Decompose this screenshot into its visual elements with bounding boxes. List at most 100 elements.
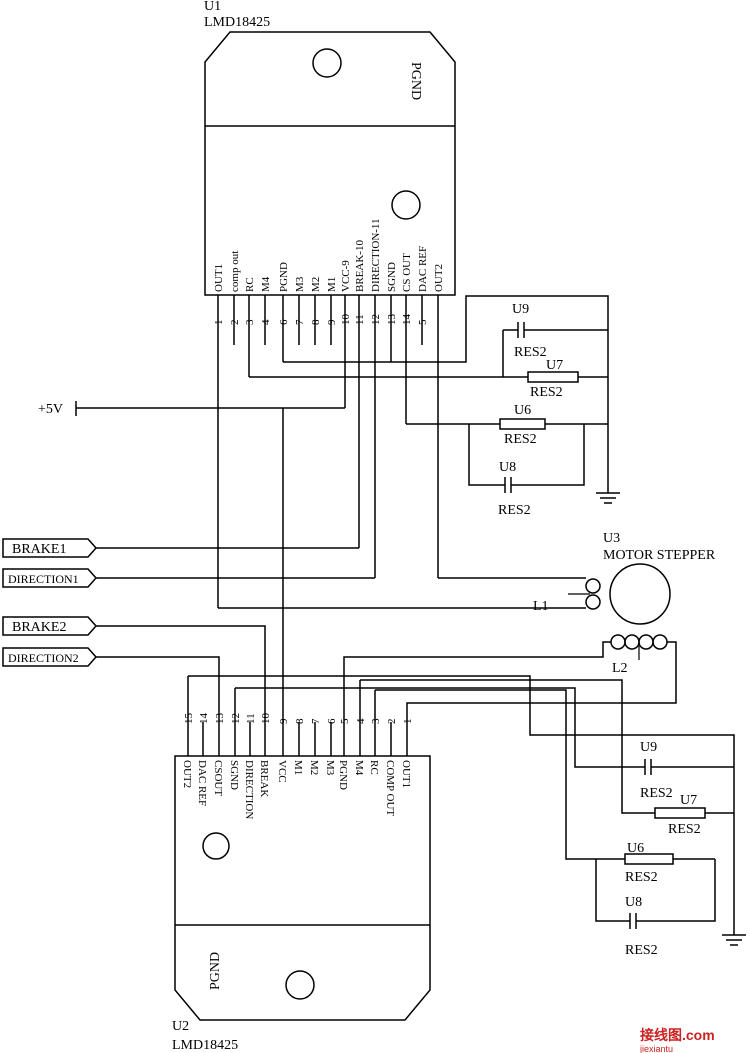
u1-pin1-dot (391, 190, 421, 220)
u2-pin-name: COMP OUT (384, 760, 396, 816)
u1-pin-leads (217, 295, 439, 608)
signal-connectors (2, 538, 375, 722)
top-u6-value: RES2 (504, 432, 537, 447)
signal-direction1: DIRECTION1 (8, 572, 79, 586)
u1-pin-name: SGND (386, 262, 398, 292)
u2-pin-number: 8 (294, 718, 306, 724)
u1-pin-name: PGND (278, 262, 290, 292)
u1-pin-number: 2 (229, 320, 241, 326)
watermark-logo: 接线图.com jiexiantu (639, 1027, 715, 1053)
u2-pin-number: 15 (183, 713, 195, 725)
u2-pin-name: M4 (353, 760, 365, 776)
bottom-u9-ref: U9 (640, 740, 657, 755)
top-u7-value: RES2 (530, 385, 563, 400)
watermark-url: jiexiantu (639, 1044, 673, 1053)
u1-tab-hole (312, 48, 342, 78)
vcc-label: +5V (38, 402, 63, 417)
bottom-u7-value: RES2 (668, 822, 701, 837)
u2-pgnd-label: PGND (208, 952, 223, 990)
u2-pin-number: 10 (260, 713, 272, 725)
u1-pin-name: CS OUT (401, 253, 413, 292)
u1-pin-number: 12 (370, 314, 382, 325)
u1-ref: U1 (204, 0, 221, 14)
u2-pin-number: 7 (310, 718, 322, 724)
top-u8-value: RES2 (498, 503, 531, 518)
u2-pin-number: 13 (214, 713, 226, 725)
l2-label: L2 (612, 661, 628, 676)
vcc-supply (75, 401, 345, 722)
top-u8-ref: U8 (499, 460, 516, 475)
signal-brake2: BRAKE2 (12, 620, 66, 635)
u1-pin-name: M1 (326, 277, 338, 292)
u2-pin-number: 12 (230, 713, 242, 724)
u1-package: PGND (204, 31, 456, 296)
top-u9-value: RES2 (514, 345, 547, 360)
u3-label: MOTOR STEPPER (603, 548, 716, 563)
u1-pin-number: 7 (294, 319, 306, 325)
u1-pin-number: 1 (213, 320, 225, 326)
u2-pin-number: 1 (402, 719, 414, 725)
top-u7-resistor (527, 371, 579, 383)
bottom-u9-value: RES2 (640, 786, 673, 801)
u2-pin-name: VCC (276, 760, 288, 783)
u2-pin-number: 9 (278, 718, 290, 724)
u1-pin-name: DIRECTION-11 (370, 218, 382, 292)
u1-pin-name: DAC REF (417, 246, 429, 292)
u3-ref: U3 (603, 531, 620, 546)
u2-pin-name: OUT2 (181, 760, 193, 788)
u2-tab-hole (285, 970, 315, 1000)
u2-pin-name: PGND (337, 760, 349, 790)
u1-pin-number: 9 (326, 319, 338, 325)
top-u9-ref: U9 (512, 302, 529, 317)
u2-pin-number: 4 (355, 718, 367, 724)
u1-pin-name: M4 (260, 276, 272, 292)
u2-pin-number: 5 (339, 718, 351, 724)
u1-pin-name: RC (244, 277, 256, 292)
u1-part: LMD18425 (204, 15, 270, 30)
u2-pin-name: DIRECTION (243, 760, 255, 819)
u2-pin-name: M2 (308, 760, 320, 775)
bottom-u8-value: RES2 (625, 943, 658, 958)
top-u6-ref: U6 (514, 403, 531, 418)
top-u6-resistor (499, 418, 546, 430)
bottom-u6-ref: U6 (627, 841, 644, 856)
motor-circle (609, 563, 671, 625)
u2-pin-leads (187, 676, 408, 756)
u2-pin-number: 2 (386, 719, 398, 725)
bottom-u8-ref: U8 (625, 895, 642, 910)
u2-pin1-dot (202, 832, 230, 860)
u2-package: PGND (174, 755, 431, 1021)
u1-pin-number: 4 (260, 319, 272, 325)
u2-pin-name: DAC REF (196, 760, 208, 806)
u1-pin-name: OUT1 (213, 264, 225, 292)
bottom-rc-network (188, 675, 746, 946)
signal-brake1: BRAKE1 (12, 542, 66, 557)
u1-pin-name: BREAK-10 (354, 240, 366, 292)
motor-stepper (218, 563, 677, 722)
u1-pin-number: 8 (310, 319, 322, 325)
u2-pin-name: M3 (324, 760, 336, 776)
u2-part: LMD18425 (172, 1038, 238, 1053)
u1-pin-number: 3 (244, 319, 256, 325)
u2-pin-number: 11 (245, 713, 257, 724)
u2-pin-name: RC (368, 760, 380, 775)
bottom-u7-resistor (654, 807, 706, 819)
u1-pin-number: 5 (417, 319, 429, 325)
bottom-u7-ref: U7 (680, 793, 697, 808)
u1-pin-name: M3 (294, 276, 306, 292)
u1-pin-number: 11 (354, 314, 366, 325)
u1-pin-name: VCC-9 (340, 260, 352, 292)
u2-pin-name: OUT1 (400, 760, 412, 788)
bottom-u6-value: RES2 (625, 870, 658, 885)
u1-pin-number: 13 (386, 314, 398, 326)
u2-pin-number: 6 (326, 718, 338, 724)
u2-pin-name: M1 (292, 760, 304, 775)
u1-pin-name: OUT2 (433, 264, 445, 292)
l1-label: L1 (533, 599, 549, 614)
u1-pin-number: 6 (278, 319, 290, 325)
